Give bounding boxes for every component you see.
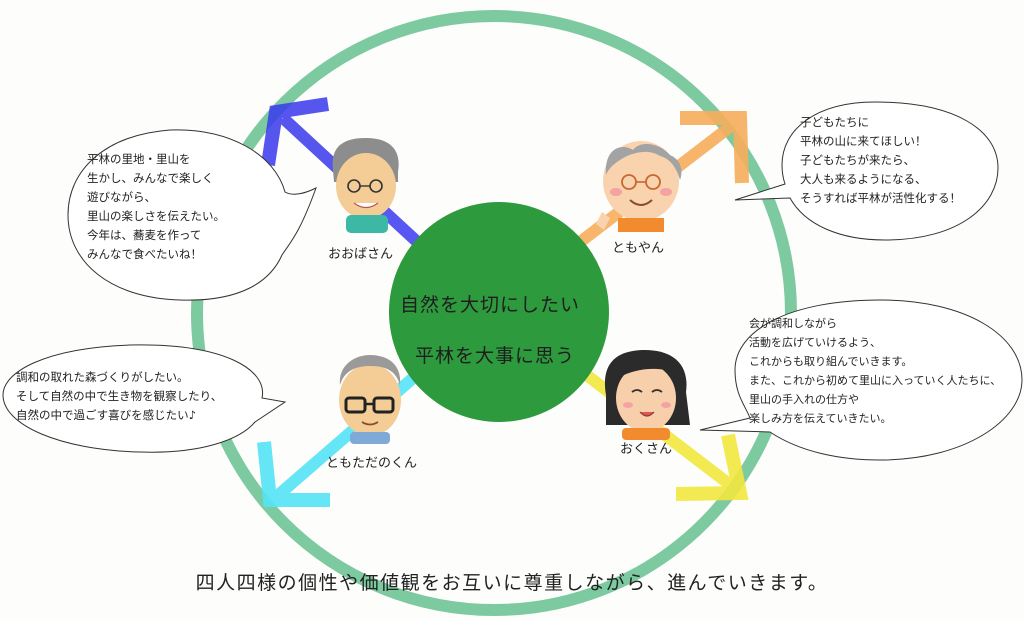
speech-bubble-tomoyan (734, 101, 999, 241)
speech-line: 遊びながら、 (87, 190, 156, 204)
speech-line: これからも取り組んでいきます。 (749, 355, 913, 368)
speech-text-okusan: 会が調和しながら 活動を広げていけるよう、 これからも取り組んでいきます。 また… (749, 314, 1001, 428)
center-text-line1: 自然を大切にしたい (400, 294, 581, 316)
speech-text-tomotadanokun: 調和の取れた森づくりがしたい。 そして自然の中で生き物を観察したり、 自然の中で… (16, 368, 222, 425)
label-tomoyan: ともやん (612, 241, 665, 256)
speech-line: 会が調和しながら (749, 317, 837, 330)
label-oobasan: おおばさん (328, 247, 394, 262)
speech-bubble-oobasan (67, 129, 317, 301)
speech-line: 楽しみ方を伝えていきたい。 (749, 412, 892, 425)
avatar-tomotadanokun (339, 355, 401, 444)
speech-text-oobasan: 平林の里地・里山を 生かし、みんなで楽しく 遊びながら、 里山の楽しさを伝えたい… (87, 150, 225, 264)
label-okusan: おくさん (620, 442, 673, 457)
speech-line: 今年は、蕎麦を作って (87, 228, 202, 242)
avatar-okusan (604, 350, 690, 440)
speech-line: 平林の里地・里山を (87, 152, 191, 166)
speech-line: 大人も来るようになる、 (800, 172, 927, 186)
speech-line: そして自然の中で生き物を観察したり、 (16, 389, 223, 403)
speech-bubble-okusan (699, 299, 1023, 461)
speech-bubble-tomotadanokun (2, 344, 287, 453)
speech-line: 自然の中で過ごす喜びを感じたい♪ (16, 408, 196, 422)
label-tomotadanokun: ともただのくん (326, 456, 418, 471)
speech-line: 里山の楽しさを伝えたい。 (87, 209, 225, 223)
center-circle (389, 202, 609, 422)
avatar-oobasan (332, 138, 399, 233)
speech-line: 活動を広げていけるよう、 (749, 336, 881, 349)
speech-line: 里山の手入れの仕方や (749, 393, 859, 406)
speech-line: また、これから初めて里山に入っていく人たちに、 (749, 374, 1002, 387)
speech-text-tomoyan: 子どもたちに 平林の山に来てほしい！ 子どもたちが来たら、 大人も来るようになる… (800, 113, 961, 208)
center-text-line2: 平林を大事に思う (415, 345, 576, 367)
speech-line: 調和の取れた森づくりがしたい。 (16, 370, 189, 384)
speech-line: そうすれば平林が活性化する！ (800, 191, 961, 205)
footer-caption: 四人四様の個性や価値観をお互いに尊重しながら、進んでいきます。 (195, 572, 829, 594)
speech-line: 子どもたちに (800, 115, 869, 129)
speech-line: 平林の山に来てほしい！ (800, 134, 927, 148)
speech-line: 子どもたちが来たら、 (800, 153, 915, 167)
avatar-tomoyan (596, 141, 682, 232)
speech-line: 生かし、みんなで楽しく (87, 171, 214, 185)
speech-line: みんなで食べたいね！ (87, 247, 202, 261)
